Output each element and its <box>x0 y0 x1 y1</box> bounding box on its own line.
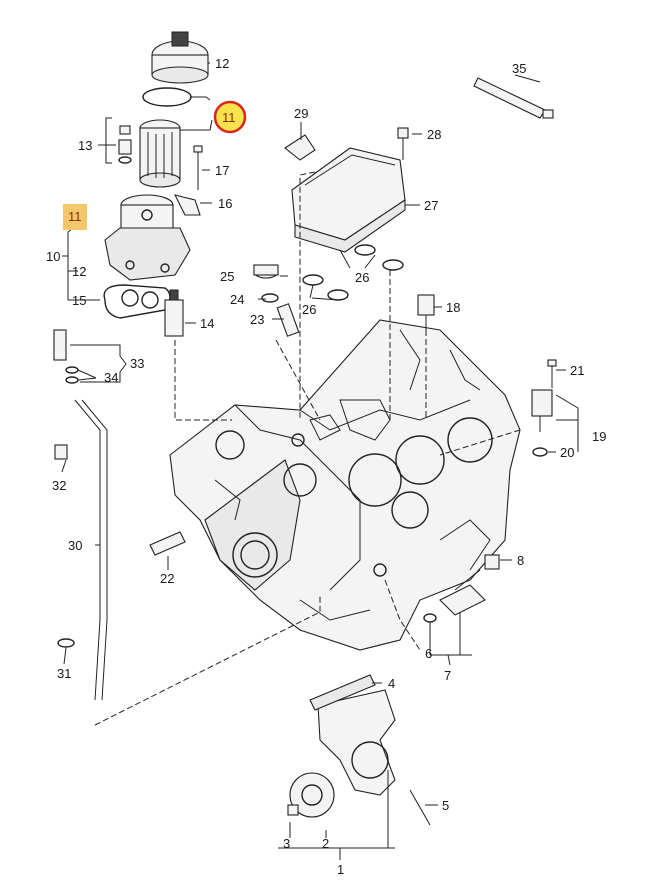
callout-12-housing: 12 <box>72 264 86 279</box>
callout-4: 4 <box>388 676 395 691</box>
callout-30: 30 <box>68 538 82 553</box>
engine-block <box>169 319 521 651</box>
callout-7: 7 <box>444 668 451 683</box>
oil-pump <box>287 674 431 826</box>
callout-15: 15 <box>72 293 86 308</box>
sensor-18 <box>417 294 435 330</box>
callout-17: 17 <box>215 163 229 178</box>
callout-18: 18 <box>446 300 460 315</box>
callout-21: 21 <box>570 363 584 378</box>
callout-34: 34 <box>104 370 118 385</box>
leader-lines <box>61 62 579 860</box>
callout-3: 3 <box>283 836 290 851</box>
callout-5: 5 <box>442 798 449 813</box>
callout-1: 1 <box>337 862 344 877</box>
callout-35: 35 <box>512 61 526 76</box>
callout-10: 10 <box>46 249 60 264</box>
callout-14: 14 <box>200 316 214 331</box>
callout-labels: 1 2 3 4 5 6 7 8 10 11 11 12 12 13 14 15 … <box>46 56 606 877</box>
oil-cooler <box>284 127 409 301</box>
bolt-17 <box>193 145 203 190</box>
callout-33: 33 <box>130 356 144 371</box>
dashed-assembly-lines <box>94 171 521 726</box>
callout-26-right: 26 <box>355 270 369 285</box>
tube-35 <box>473 77 554 119</box>
callout-8: 8 <box>517 553 524 568</box>
callout-32: 32 <box>52 478 66 493</box>
callout-2: 2 <box>322 836 329 851</box>
dipstick-tube <box>53 329 108 701</box>
small-valves <box>118 125 132 164</box>
callout-12: 12 <box>215 56 229 71</box>
callout-31: 31 <box>57 666 71 681</box>
callout-28: 28 <box>427 127 441 142</box>
oil-filter-element <box>139 119 181 188</box>
callout-11-circle: 11 <box>222 110 236 125</box>
callout-29: 29 <box>294 106 308 121</box>
plug-25 <box>253 264 300 337</box>
sensor-22 <box>149 531 186 556</box>
callout-22: 22 <box>160 571 174 586</box>
sensor-19 <box>531 359 557 457</box>
sensor-7 <box>423 554 500 623</box>
callout-23: 23 <box>250 312 264 327</box>
callout-19: 19 <box>592 429 606 444</box>
callout-20: 20 <box>560 445 574 460</box>
callout-27: 27 <box>424 198 438 213</box>
callout-26-left: 26 <box>302 302 316 317</box>
highlight-box-11 <box>63 204 87 230</box>
callout-16: 16 <box>218 196 232 211</box>
callout-11-box: 11 <box>68 209 82 224</box>
callout-25: 25 <box>220 269 234 284</box>
oil-filter-housing <box>104 194 201 281</box>
callout-13: 13 <box>78 138 92 153</box>
highlight-circle-11 <box>213 100 247 134</box>
oil-filter-cap <box>142 31 209 107</box>
oil-pressure-switch-14 <box>164 289 184 337</box>
oil-filter-gasket <box>103 284 171 319</box>
callout-6: 6 <box>425 646 432 661</box>
callout-24: 24 <box>230 292 244 307</box>
